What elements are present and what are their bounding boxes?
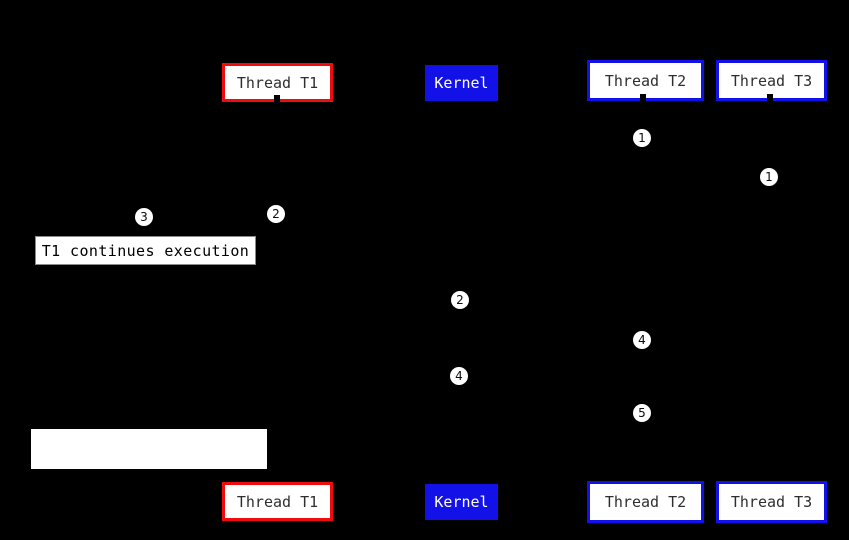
lifeline-notch [640, 94, 646, 102]
blank-white-box [31, 429, 267, 469]
step-marker-4: 4 [633, 331, 651, 349]
annotation-t1-continues: T1 continues execution [35, 236, 256, 265]
step-marker-4: 4 [450, 367, 468, 385]
thread-t3-box-bottom: Thread T3 [716, 481, 827, 523]
step-marker-5: 5 [633, 404, 651, 422]
lifeline-notch [767, 94, 773, 102]
thread-t1-box-bottom: Thread T1 [222, 482, 333, 521]
kernel-box-bottom: Kernel [425, 484, 498, 520]
lifeline-notch [274, 95, 280, 103]
step-marker-3: 3 [135, 208, 153, 226]
step-marker-2: 2 [451, 291, 469, 309]
kernel-box-top: Kernel [425, 65, 498, 101]
step-marker-2: 2 [267, 205, 285, 223]
step-marker-1: 1 [633, 129, 651, 147]
thread-t2-box-bottom: Thread T2 [587, 481, 704, 523]
step-marker-1: 1 [760, 168, 778, 186]
